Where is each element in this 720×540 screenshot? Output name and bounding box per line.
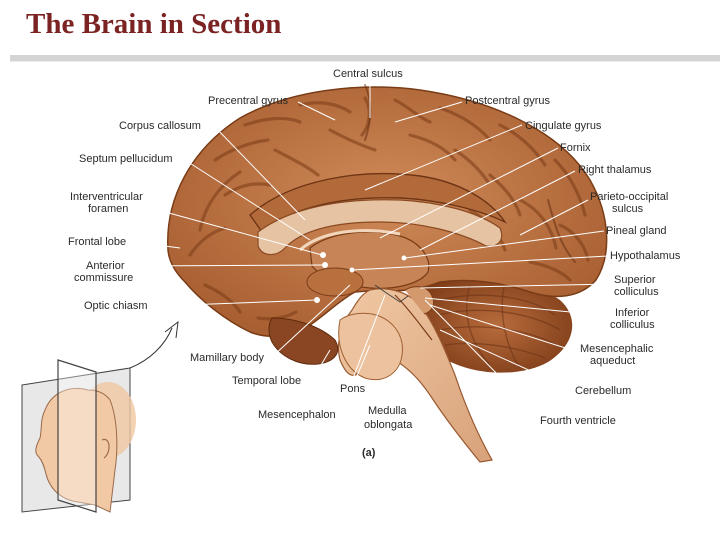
label-inferior-line2: colliculus bbox=[610, 319, 655, 331]
label-hypothalamus: Hypothalamus bbox=[610, 250, 681, 262]
brain-section bbox=[167, 84, 608, 463]
label-anterior-line1: Anterior bbox=[86, 260, 125, 272]
label-fornix: Fornix bbox=[560, 142, 591, 154]
colliculi bbox=[404, 286, 435, 315]
label-pineal-gland: Pineal gland bbox=[606, 225, 667, 237]
title-divider bbox=[10, 55, 720, 61]
label-inferior-line1: Inferior bbox=[615, 307, 650, 319]
label-postcentral-gyrus: Postcentral gyrus bbox=[465, 95, 550, 107]
label-frontal-lobe: Frontal lobe bbox=[68, 236, 126, 248]
label-precentral-gyrus: Precentral gyrus bbox=[208, 95, 289, 107]
label-medulla-line2: oblongata bbox=[364, 419, 413, 431]
label-mesencephalic-line2: aqueduct bbox=[590, 355, 635, 367]
plane-front bbox=[57, 359, 97, 513]
label-interventricular-line2: foramen bbox=[88, 203, 128, 215]
slide-title: The Brain in Section bbox=[26, 8, 282, 40]
structure-labels: Central sulcus Precentral gyrus Postcent… bbox=[68, 68, 681, 459]
label-corpus-callosum: Corpus callosum bbox=[119, 120, 201, 132]
label-right-thalamus: Right thalamus bbox=[578, 164, 652, 176]
figure-label: (a) bbox=[362, 447, 376, 459]
label-cingulate-gyrus: Cingulate gyrus bbox=[525, 120, 602, 132]
title-divider-shadow bbox=[10, 61, 720, 62]
label-interventricular-line1: Interventricular bbox=[70, 191, 143, 203]
label-parieto-occipital-line2: sulcus bbox=[612, 203, 644, 215]
label-cerebellum: Cerebellum bbox=[575, 385, 631, 397]
inset-pointer-arrow bbox=[129, 327, 173, 369]
label-mesencephalon: Mesencephalon bbox=[258, 409, 336, 421]
label-pons: Pons bbox=[340, 383, 366, 395]
label-superior-line1: Superior bbox=[614, 274, 656, 286]
head-orientation-inset bbox=[21, 320, 179, 513]
label-superior-line2: colliculus bbox=[614, 286, 659, 298]
aqueduct-line bbox=[394, 294, 433, 341]
pons-bulge bbox=[338, 312, 403, 380]
hypothalamus-shape bbox=[306, 267, 364, 297]
label-parieto-occipital-line1: Parieto-occipital bbox=[590, 191, 668, 203]
temporal-lobe-shape bbox=[268, 317, 339, 365]
label-temporal-lobe: Temporal lobe bbox=[232, 375, 301, 387]
label-septum-pellucidum: Septum pellucidum bbox=[79, 153, 173, 165]
label-anterior-line2: commissure bbox=[74, 272, 133, 284]
label-mamillary-body: Mamillary body bbox=[190, 352, 264, 364]
label-mesencephalic-line1: Mesencephalic bbox=[580, 343, 654, 355]
label-optic-chiasm: Optic chiasm bbox=[84, 300, 148, 312]
label-medulla-line1: Medulla bbox=[368, 405, 407, 417]
label-fourth-ventricle: Fourth ventricle bbox=[540, 415, 616, 427]
label-central-sulcus: Central sulcus bbox=[333, 68, 403, 80]
leader-lines bbox=[132, 80, 613, 419]
cingulate-region bbox=[249, 172, 508, 234]
head-ear bbox=[101, 438, 110, 459]
fornix-arc bbox=[298, 229, 401, 252]
inset-pointer-arrowhead bbox=[164, 320, 179, 339]
